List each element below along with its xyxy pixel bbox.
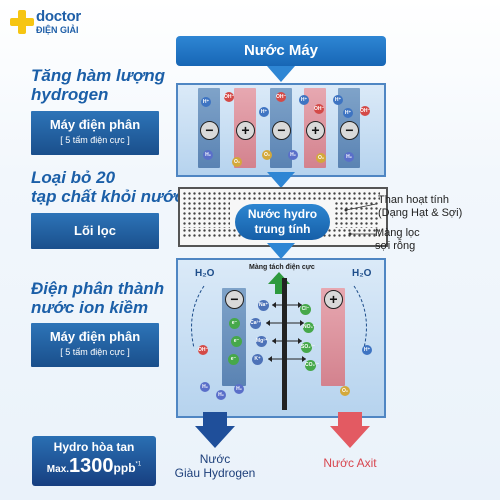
plus-sign-icon: + bbox=[324, 290, 343, 309]
filter-center-line2: trung tính bbox=[254, 222, 311, 236]
separation-membrane bbox=[282, 278, 287, 410]
hydrogen-ion: H⁺ bbox=[259, 107, 269, 117]
step2-heading: Loại bỏ 20 tạp chất khỏi nước bbox=[31, 168, 184, 206]
alkaline-water-line2: Giàu Hydrogen bbox=[174, 466, 256, 480]
alkaline-output-arrow bbox=[195, 412, 235, 448]
filter-center-line1: Nước hydro bbox=[247, 207, 318, 221]
step1-box: Máy điện phân [ 5 tấm điện cực ] bbox=[31, 111, 159, 155]
hydrogen-molecule: H₂ bbox=[203, 150, 213, 160]
oxygen-molecule: O₂ bbox=[340, 386, 350, 396]
plus-logo-icon bbox=[10, 10, 34, 34]
carbonate-ion: CO₃²⁻ bbox=[305, 360, 319, 371]
tap-water-banner: Nước Máy bbox=[176, 36, 386, 66]
carbon-granules bbox=[182, 201, 230, 228]
plus-sign-icon: + bbox=[306, 121, 325, 140]
hydroxide-ion: OH⁻ bbox=[314, 104, 325, 114]
step1-box-sub: [ 5 tấm điện cực ] bbox=[60, 135, 130, 145]
carbon-granules bbox=[182, 191, 380, 201]
hydrogen-ion: H⁺ bbox=[343, 108, 353, 118]
step1-heading-line2: hydrogen bbox=[31, 85, 109, 104]
hydro-line1: Hydro hòa tan bbox=[53, 440, 135, 454]
minus-sign-icon: − bbox=[200, 121, 219, 140]
hydrogen-ion: H⁺ bbox=[201, 97, 211, 107]
hydrogen-molecule: H₂ bbox=[200, 382, 210, 392]
acid-water-label: Nước Axit bbox=[323, 456, 377, 470]
hydro-superscript: *1 bbox=[135, 461, 142, 468]
potassium-ion: K⁺ bbox=[252, 354, 263, 365]
logo-subtitle: ĐIỆN GIẢI bbox=[36, 25, 79, 35]
hydrogen-ion: H⁺ bbox=[362, 345, 372, 355]
step1-heading-line1: Tăng hàm lượng bbox=[31, 66, 166, 85]
arrow-down-icon bbox=[267, 66, 295, 82]
step2-heading-line1: Loại bỏ 20 bbox=[31, 168, 116, 187]
hydro-prefix: Max. bbox=[46, 464, 70, 475]
minus-sign-icon: − bbox=[340, 121, 359, 140]
chloride-ion: Cl⁻ bbox=[300, 304, 311, 315]
step1-box-main: Máy điện phân bbox=[49, 117, 141, 132]
step3-heading-line2: nước ion kiềm bbox=[31, 298, 149, 317]
carbon-granules bbox=[334, 201, 380, 228]
hydroxide-ion: OH⁻ bbox=[224, 92, 235, 102]
hydroxide-ion: OH⁻ bbox=[276, 92, 287, 102]
magnesium-ion: Mg²⁺ bbox=[256, 336, 268, 347]
minus-sign-icon: − bbox=[272, 121, 291, 140]
h2o-right: H₂O bbox=[352, 268, 372, 279]
tank2-flow-arrows bbox=[191, 272, 367, 349]
step2-heading-line2: tạp chất khỏi nước bbox=[31, 187, 184, 206]
calcium-ion: Ca²⁺ bbox=[250, 318, 261, 329]
oxygen-molecule: O₂ bbox=[316, 153, 326, 163]
carbon-callout-line1: Than hoạt tính bbox=[378, 194, 449, 206]
hydro-value-row: Max.1300ppb*1 bbox=[32, 455, 156, 478]
hydrogen-molecule: H₂ bbox=[234, 384, 244, 394]
step3-heading-line1: Điện phân thành bbox=[31, 279, 165, 298]
membrane-callout-line1: Màng lọc bbox=[375, 227, 420, 239]
arrow-down-icon bbox=[267, 243, 295, 259]
hydro-value: 1300 bbox=[69, 455, 114, 477]
logo-brand: doctor bbox=[36, 8, 81, 25]
hydroxide-ion: OH⁻ bbox=[360, 106, 371, 116]
hydro-unit: ppb bbox=[113, 461, 136, 475]
electron: e⁻ bbox=[229, 318, 240, 329]
membrane-label: Màng tách điện cực bbox=[249, 264, 315, 271]
callout-lines bbox=[344, 203, 377, 236]
electron: e⁻ bbox=[228, 354, 239, 365]
arrow-down-icon bbox=[267, 172, 295, 188]
hydrogen-molecule: H₂ bbox=[288, 150, 298, 160]
minus-sign-icon: − bbox=[225, 290, 244, 309]
alkaline-water-line1: Nước bbox=[199, 452, 231, 466]
step2-box-main: Lõi lọc bbox=[74, 223, 116, 238]
carbon-callout: Than hoạt tính (Dạng Hạt & Sợi) bbox=[378, 194, 462, 220]
membrane-callout-line2: sợi rỗng bbox=[375, 240, 416, 252]
sulfate-ion: SO₄²⁻ bbox=[301, 342, 315, 353]
sodium-ion: Na⁺ bbox=[258, 300, 269, 311]
neutral-hydrogen-water: Nước hydro trung tính bbox=[235, 204, 330, 240]
alkaline-water-label: Nước Giàu Hydrogen bbox=[160, 452, 270, 480]
carbon-callout-line2: (Dạng Hạt & Sợi) bbox=[378, 207, 463, 219]
oxygen-molecule: O₂ bbox=[232, 157, 242, 167]
ion-migration-arrows bbox=[266, 302, 306, 362]
step3-box: Máy điện phân [ 5 tấm điện cực ] bbox=[31, 323, 159, 367]
hydrogen-molecule: H₂ bbox=[216, 390, 226, 400]
oxygen-molecule: O₂ bbox=[262, 150, 272, 160]
step1-heading: Tăng hàm lượng hydrogen bbox=[31, 66, 165, 104]
step3-heading: Điện phân thành nước ion kiềm bbox=[31, 279, 164, 317]
step3-box-sub: [ 5 tấm điện cực ] bbox=[60, 347, 130, 357]
acid-output-arrow bbox=[330, 412, 370, 448]
h2o-left: H₂O bbox=[195, 268, 215, 279]
dissolved-hydrogen-box: Hydro hòa tan Max.1300ppb*1 bbox=[32, 436, 156, 486]
hydrogen-ion: H⁺ bbox=[299, 95, 309, 105]
hydrogen-ion: H⁺ bbox=[333, 95, 343, 105]
plus-sign-icon: + bbox=[236, 121, 255, 140]
step2-box: Lõi lọc bbox=[31, 213, 159, 249]
hydrogen-molecule: H₂ bbox=[344, 152, 354, 162]
membrane-callout: Màng lọc sợi rỗng bbox=[375, 227, 420, 253]
nitrate-ion: NO₃⁻ bbox=[303, 322, 315, 333]
step3-box-main: Máy điện phân bbox=[49, 329, 141, 344]
electron: e⁻ bbox=[231, 336, 242, 347]
hydroxide-ion: OH⁻ bbox=[198, 345, 209, 355]
